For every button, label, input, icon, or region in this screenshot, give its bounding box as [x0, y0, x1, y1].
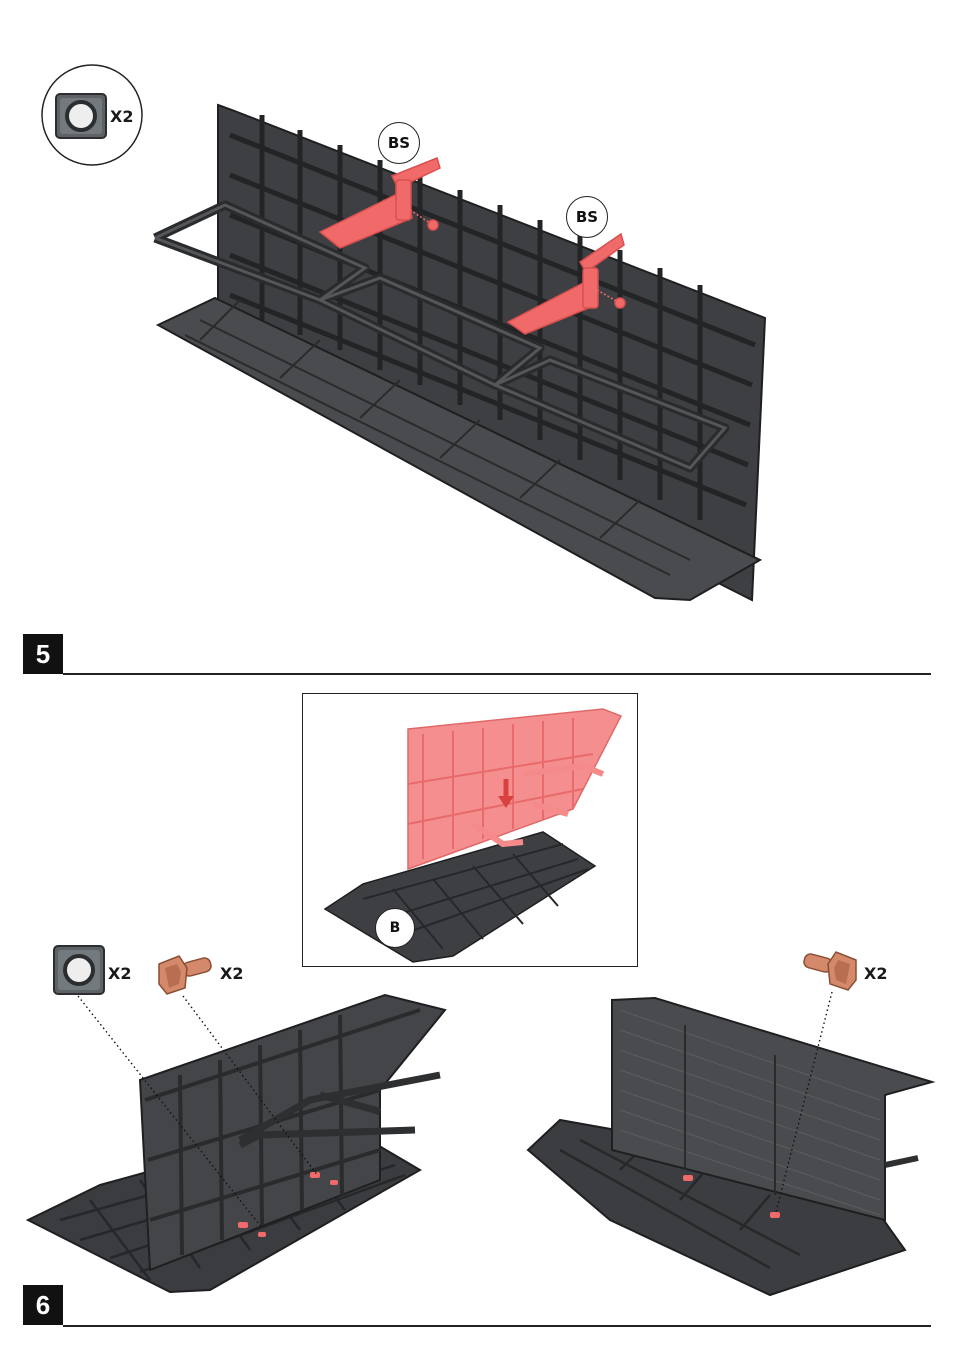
right-assembly-illustration	[0, 0, 954, 1300]
step-6-number: 6	[23, 1285, 63, 1325]
step-6-rule	[63, 1325, 931, 1327]
